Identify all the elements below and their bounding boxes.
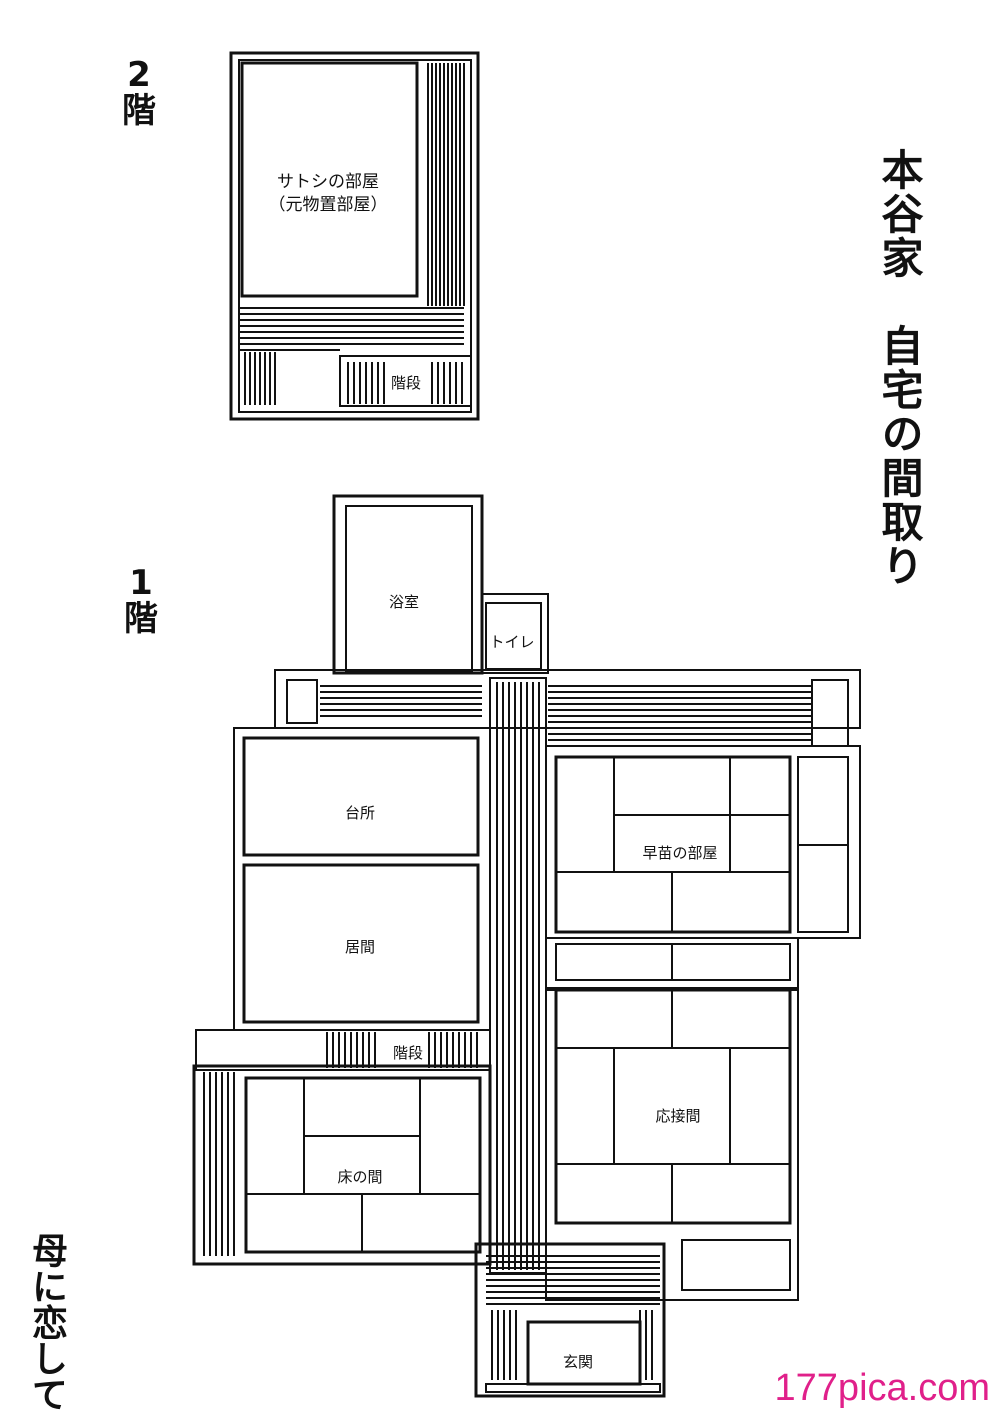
- kitchen-outline: [242, 736, 480, 857]
- room-label-satoshi-note: （元物置部屋）: [269, 195, 388, 215]
- room-label-stairs-1f: 階段: [393, 1044, 423, 1062]
- room-label-reception: 応接間: [655, 1107, 700, 1125]
- second-floor: [229, 51, 480, 421]
- room-label-stairs-2f: 階段: [391, 374, 421, 392]
- floor-label-2f: 2 階: [122, 55, 156, 131]
- watermark: 177pica.com: [774, 1367, 990, 1409]
- room-label-sanae: 早苗の部屋: [642, 844, 717, 862]
- room-label-tokonoma: 床の間: [337, 1168, 382, 1186]
- room-label-entrance: 玄関: [563, 1353, 593, 1371]
- room-label-toilet: トイレ: [489, 633, 534, 651]
- stairs-1f-treads: [326, 1032, 478, 1068]
- floor-number-1: 1: [129, 563, 153, 603]
- room-label-bathroom: 浴室: [389, 593, 419, 611]
- room-label-satoshi: サトシの部屋: [277, 172, 379, 192]
- living-outline: [242, 863, 480, 1024]
- room-label-living: 居間: [345, 938, 375, 956]
- stairs-2f-outline: [339, 355, 472, 407]
- series-title: 母に恋して: [26, 1232, 67, 1412]
- floor-suffix-1: 階: [124, 598, 158, 639]
- corridor-planks: [239, 63, 465, 405]
- page-title: 本谷家 自宅の間取り: [875, 148, 924, 588]
- floor-suffix-2: 階: [122, 90, 156, 131]
- floor-label-1f: 1 階: [124, 563, 158, 639]
- floor-number-2: 2: [127, 55, 151, 95]
- room-label-kitchen: 台所: [345, 804, 375, 822]
- stairs-2f-treads: [347, 362, 463, 404]
- first-floor: [192, 494, 861, 1398]
- satoshi-room-outline: [240, 61, 419, 298]
